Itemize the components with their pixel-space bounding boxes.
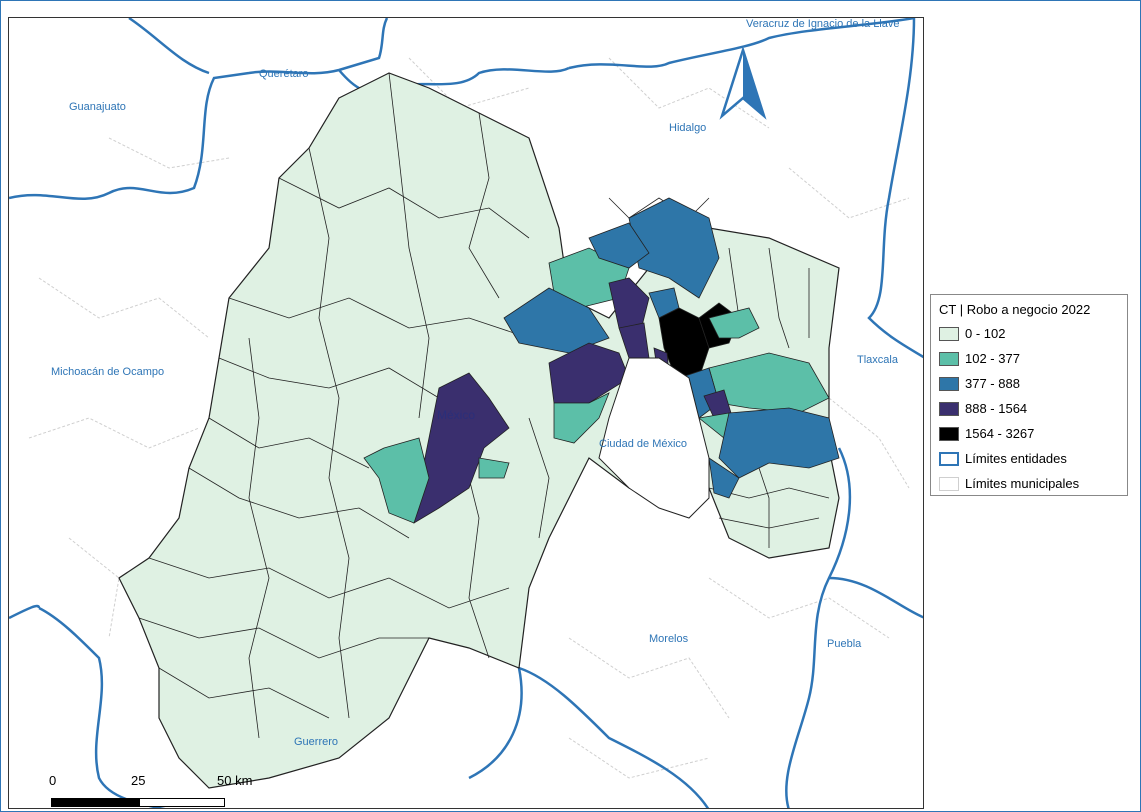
label-veracruz: Veracruz de Ignacio de la Llave bbox=[746, 18, 900, 30]
cdmx-area bbox=[598, 357, 710, 519]
legend-swatch-municipal bbox=[939, 476, 959, 491]
legend-label-3: 377 - 888 bbox=[965, 376, 1020, 391]
legend-label-1: 0 - 102 bbox=[965, 326, 1006, 341]
legend-line-municipal: Límites municipales bbox=[939, 471, 1119, 496]
legend-swatch-1 bbox=[939, 326, 959, 341]
label-guanajuato: Guanajuato bbox=[69, 101, 126, 113]
label-michoacan: Michoacán de Ocampo bbox=[51, 366, 165, 378]
label-hidalgo: Hidalgo bbox=[669, 122, 707, 134]
legend-class-1: 0 - 102 bbox=[939, 321, 1119, 346]
label-tlaxcala: Tlaxcala bbox=[857, 354, 898, 366]
legend-line-entities: Límites entidades bbox=[939, 446, 1119, 471]
scale-segment-dark bbox=[51, 798, 139, 807]
legend-class-4: 888 - 1564 bbox=[939, 396, 1119, 421]
legend-swatch-3 bbox=[939, 376, 959, 391]
label-queretaro: Querétaro bbox=[259, 68, 309, 80]
legend-class-5: 1564 - 3267 bbox=[939, 421, 1119, 446]
legend-class-2: 102 - 377 bbox=[939, 346, 1119, 371]
legend-class-3: 377 - 888 bbox=[939, 371, 1119, 396]
legend-title: CT | Robo a negocio 2022 bbox=[939, 302, 1091, 317]
legend-swatch-entities bbox=[939, 451, 959, 466]
scale-label-25: 25 bbox=[131, 773, 146, 788]
map-legend: CT | Robo a negocio 2022 0 - 102 102 - 3… bbox=[930, 294, 1128, 496]
label-mexico: México bbox=[437, 408, 476, 422]
label-guerrero: Guerrero bbox=[294, 736, 339, 748]
municipal-boundaries bbox=[138, 72, 830, 739]
legend-label-municipal: Límites municipales bbox=[965, 476, 1080, 491]
label-puebla: Puebla bbox=[827, 638, 862, 650]
scale-label-50: 50 km bbox=[217, 773, 253, 788]
legend-label-4: 888 - 1564 bbox=[965, 401, 1028, 416]
scale-segment-light bbox=[139, 798, 225, 807]
map-canvas bbox=[9, 18, 923, 808]
legend-swatch-5 bbox=[939, 426, 959, 441]
legend-label-entities: Límites entidades bbox=[965, 451, 1067, 466]
scale-label-0: 0 bbox=[49, 773, 57, 788]
legend-swatch-4 bbox=[939, 401, 959, 416]
legend-label-2: 102 - 377 bbox=[965, 351, 1020, 366]
map-panel[interactable]: Veracruz de Ignacio de la Llave Querétar… bbox=[8, 17, 924, 809]
label-cdmx: Ciudad de México bbox=[599, 438, 688, 450]
label-morelos: Morelos bbox=[649, 633, 689, 645]
choropleth-units bbox=[363, 197, 840, 524]
scale-bar: 0 25 50 km bbox=[49, 773, 279, 808]
legend-swatch-2 bbox=[939, 351, 959, 366]
legend-label-5: 1564 - 3267 bbox=[965, 426, 1035, 441]
